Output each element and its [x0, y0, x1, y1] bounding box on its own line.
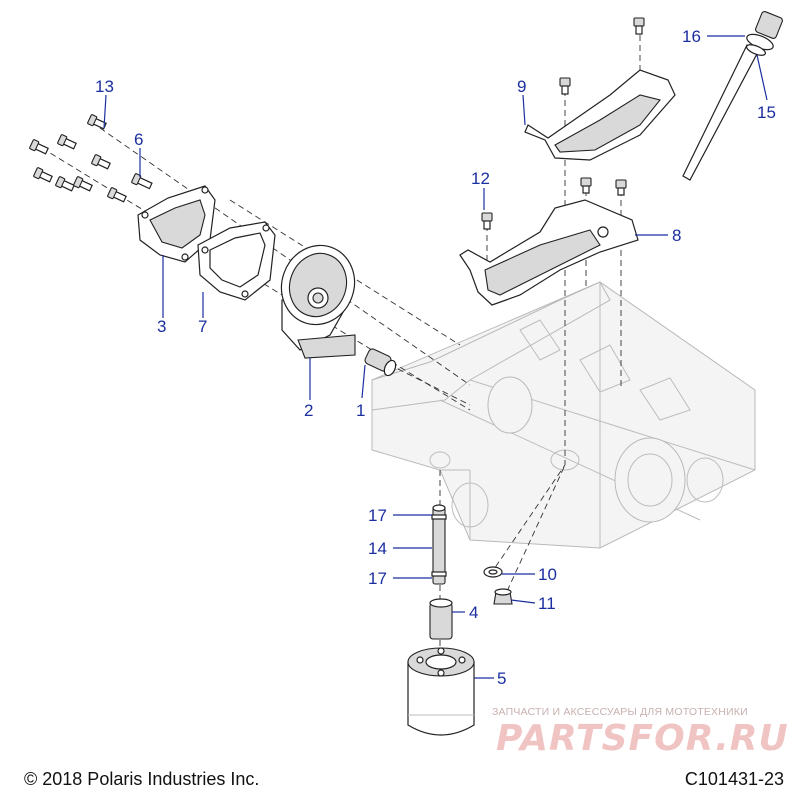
oil-pump — [280, 244, 356, 359]
upper-bracket — [524, 69, 676, 161]
callout-1: 1 — [356, 401, 365, 420]
gasket — [197, 221, 276, 301]
baffle-plate — [459, 199, 639, 306]
leader-lines — [103, 35, 768, 679]
bolts-8 — [580, 177, 627, 196]
bolt-16-top — [633, 17, 645, 35]
callout-7: 7 — [198, 317, 207, 336]
pump-fitting — [364, 348, 397, 377]
watermark-tagline: ЗАПЧАСТИ И АКСЕССУАРЫ ДЛЯ МОТОТЕХНИКИ — [492, 706, 748, 718]
bolt-group-13 — [29, 114, 127, 203]
callout-16: 16 — [682, 27, 701, 46]
callout-6: 6 — [134, 130, 143, 149]
callout-8: 8 — [672, 226, 681, 245]
oil-pipe — [431, 504, 447, 585]
copyright-text: © 2018 Polaris Industries Inc. — [24, 769, 260, 789]
callout-3: 3 — [157, 317, 166, 336]
callout-14: 14 — [368, 539, 387, 558]
callout-12: 12 — [471, 169, 490, 188]
callout-2: 2 — [304, 401, 313, 420]
callout-9: 9 — [517, 77, 526, 96]
dipstick — [682, 11, 783, 181]
callout-15: 15 — [757, 103, 776, 122]
watermark-logo: PARTSFOR.RU — [496, 718, 789, 759]
callout-13: 13 — [95, 77, 114, 96]
callout-4: 4 — [469, 603, 478, 622]
figure-code: C101431-23 — [684, 769, 784, 789]
filter-nipple — [429, 598, 453, 640]
callout-labels: 1 2 3 4 5 6 7 8 9 10 11 12 13 14 15 16 1… — [95, 27, 776, 688]
callout-17-upper: 17 — [368, 506, 387, 525]
callout-10: 10 — [538, 565, 557, 584]
callout-5: 5 — [497, 669, 506, 688]
callout-17-lower: 17 — [368, 569, 387, 588]
bolt-12 — [481, 212, 493, 230]
callout-11: 11 — [538, 594, 556, 613]
drain-plug — [493, 588, 513, 605]
oil-filter — [407, 647, 475, 736]
crankcase-block — [371, 281, 756, 549]
bolt-6 — [131, 173, 153, 190]
drain-washer — [483, 566, 503, 578]
bolt-9 — [559, 77, 571, 95]
